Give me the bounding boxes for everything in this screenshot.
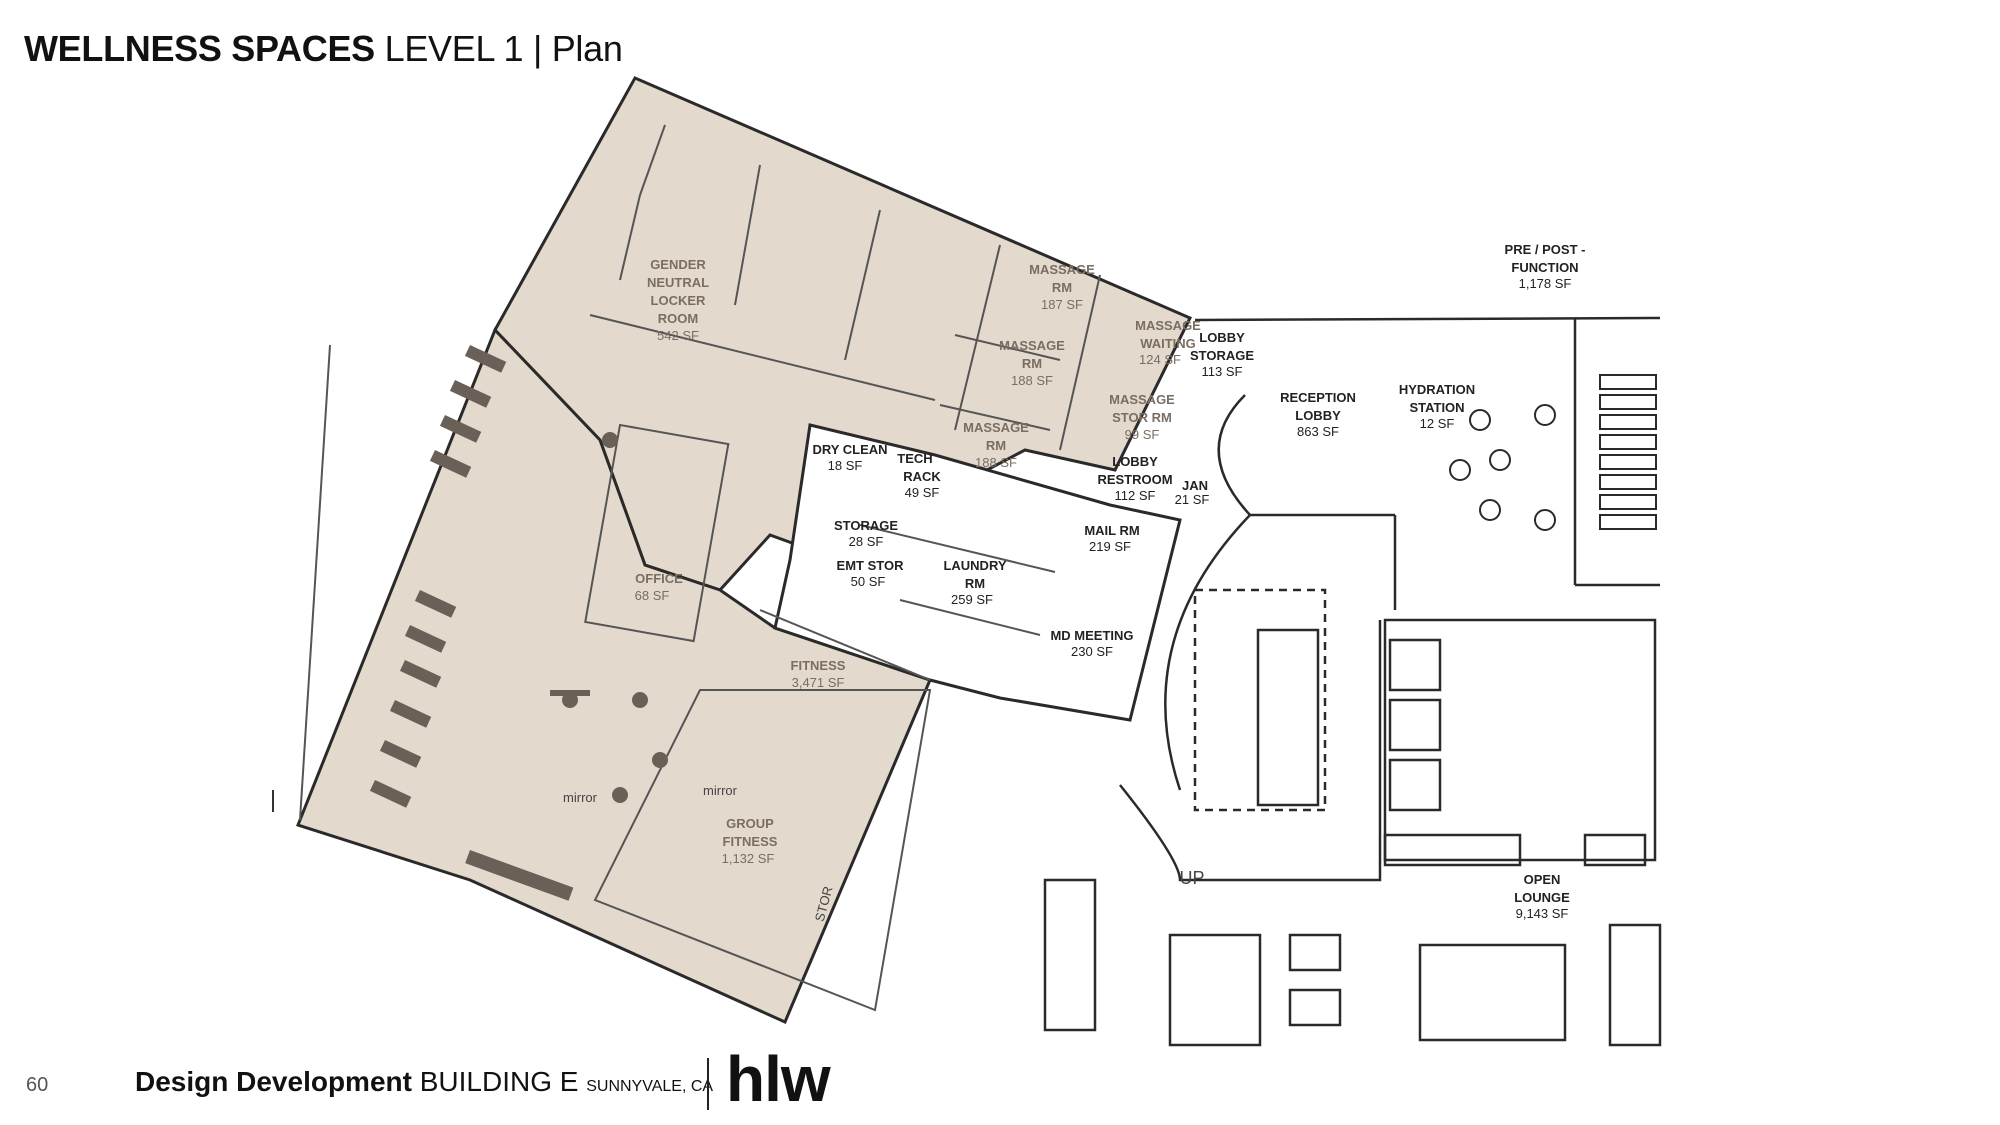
- storage-label: STORAGE: [834, 518, 898, 533]
- group-fitness-label-2: FITNESS: [723, 834, 778, 849]
- reception-area: 863 SF: [1297, 424, 1339, 439]
- jan-area: 21 SF: [1175, 492, 1210, 507]
- lobby-linework: [1043, 316, 1662, 1047]
- massage2-area: 188 SF: [1011, 373, 1053, 388]
- stor-label-2: STOR RM: [1112, 410, 1172, 425]
- tech-area: 49 SF: [905, 485, 940, 500]
- footer-building: BUILDING E: [411, 1066, 579, 1097]
- locker-label-2: NEUTRAL: [647, 275, 709, 290]
- laundry-area: 259 SF: [951, 592, 993, 607]
- locker-label-3: LOCKER: [651, 293, 707, 308]
- edge-tick: [272, 790, 274, 812]
- wellness-labels: GENDER NEUTRAL LOCKER ROOM 542 SF MASSAG…: [563, 257, 1201, 923]
- lounge-label-1: OPEN: [1524, 872, 1561, 887]
- dryclean-area: 18 SF: [828, 458, 863, 473]
- pre-post-seating: [1449, 374, 1657, 531]
- fitness-area: 3,471 SF: [792, 675, 845, 690]
- group-fitness-area: 1,132 SF: [722, 851, 775, 866]
- lobby-storage-label-1: LOBBY: [1199, 330, 1245, 345]
- prepost-label-2: FUNCTION: [1511, 260, 1578, 275]
- lobby-storage-area: 113 SF: [1202, 364, 1243, 379]
- footer-separator: [707, 1058, 709, 1110]
- waiting-label-2: WAITING: [1140, 336, 1196, 351]
- title-rest: LEVEL 1 | Plan: [374, 28, 623, 69]
- lobby-restroom-label-1: LOBBY: [1112, 454, 1158, 469]
- laundry-label-1: LAUNDRY: [943, 558, 1006, 573]
- laundry-label-2: RM: [965, 576, 985, 591]
- massage3-area: 188 SF: [975, 455, 1017, 470]
- locker-label-4: ROOM: [658, 311, 698, 326]
- emt-area: 50 SF: [851, 574, 886, 589]
- locker-area: 542 SF: [657, 328, 699, 343]
- jan-label: JAN: [1182, 478, 1208, 493]
- footer-project: Design Development BUILDING E SUNNYVALE,…: [135, 1066, 713, 1098]
- lobby-storage-label-2: STORAGE: [1190, 348, 1254, 363]
- reception-label-2: LOBBY: [1295, 408, 1341, 423]
- meeting-area: 230 SF: [1071, 644, 1113, 659]
- stor-area: 99 SF: [1125, 427, 1160, 442]
- building-labels: DRY CLEAN 18 SF TECH RACK 49 SF STORAGE …: [812, 242, 1585, 921]
- prepost-area: 1,178 SF: [1519, 276, 1572, 291]
- dryclean-label: DRY CLEAN: [812, 442, 887, 457]
- waiting-label-1: MASSAGE: [1135, 318, 1201, 333]
- footer-bold: Design Development: [135, 1066, 412, 1097]
- meeting-label: MD MEETING: [1050, 628, 1133, 643]
- mirror-note-2: mirror: [703, 783, 738, 798]
- hydration-label-2: STATION: [1409, 400, 1464, 415]
- massage2-label-2: RM: [1022, 356, 1042, 371]
- massage1-label-2: RM: [1052, 280, 1072, 295]
- tech-label-1: TECH: [897, 451, 932, 466]
- massage3-label-1: MASSAGE: [963, 420, 1029, 435]
- page-title: WELLNESS SPACES LEVEL 1 | Plan: [24, 28, 623, 70]
- reception-label-1: RECEPTION: [1280, 390, 1356, 405]
- fitness-equipment: [369, 344, 668, 901]
- footer-location: SUNNYVALE, CA: [586, 1078, 714, 1095]
- locker-label-1: GENDER: [650, 257, 706, 272]
- office-label: OFFICE: [635, 571, 683, 586]
- hydration-label-1: HYDRATION: [1399, 382, 1475, 397]
- title-bold: WELLNESS SPACES: [24, 28, 375, 69]
- office-area: 68 SF: [635, 588, 670, 603]
- lounge-area: 9,143 SF: [1516, 906, 1569, 921]
- prepost-label-1: PRE / POST -: [1505, 242, 1586, 257]
- massage2-label-1: MASSAGE: [999, 338, 1065, 353]
- massage3-label-2: RM: [986, 438, 1006, 453]
- lounge-label-2: LOUNGE: [1514, 890, 1570, 905]
- lobby-restroom-area: 112 SF: [1115, 488, 1156, 503]
- interior-walls: [299, 124, 1101, 1012]
- mirror-note-1: mirror: [563, 790, 598, 805]
- massage1-label-1: MASSAGE: [1029, 262, 1095, 277]
- hlw-logo: hlw: [726, 1043, 831, 1115]
- up-note: UP: [1179, 868, 1204, 888]
- lobby-restroom-label-2: RESTROOM: [1097, 472, 1172, 487]
- group-fitness-label-1: GROUP: [726, 816, 774, 831]
- mail-label: MAIL RM: [1084, 523, 1139, 538]
- stor-label-1: MASSAGE: [1109, 392, 1175, 407]
- page-number: 60: [26, 1074, 49, 1096]
- mail-area: 219 SF: [1089, 539, 1131, 554]
- waiting-area: 124 SF: [1139, 352, 1181, 367]
- footer: 60 Design Development BUILDING E SUNNYVA…: [0, 1043, 2000, 1120]
- hydration-area: 12 SF: [1420, 416, 1455, 431]
- emt-label: EMT STOR: [837, 558, 905, 573]
- storage-area: 28 SF: [849, 534, 884, 549]
- service-block: [773, 423, 1182, 722]
- massage1-area: 187 SF: [1041, 297, 1083, 312]
- tech-label-2: RACK: [903, 469, 941, 484]
- fitness-label: FITNESS: [791, 658, 846, 673]
